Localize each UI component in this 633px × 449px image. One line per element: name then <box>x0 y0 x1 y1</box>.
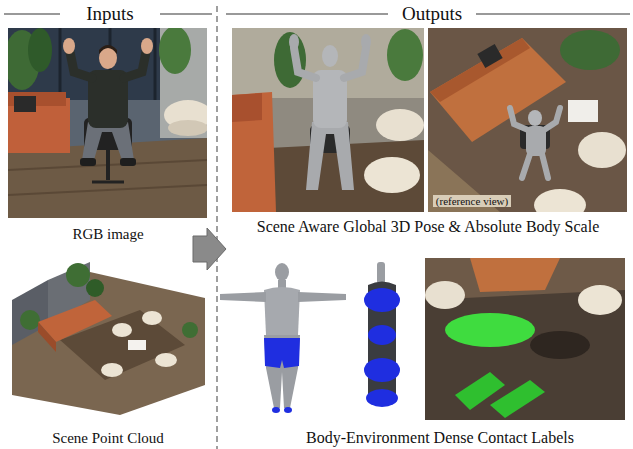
panel-caption: RGB image <box>72 226 143 243</box>
reference-view-render <box>428 28 627 212</box>
section-heading: Inputs <box>83 4 137 25</box>
rgb-photo <box>8 28 207 218</box>
panel-caption: Scene Point Cloud <box>52 430 164 447</box>
view-note: (reference view) <box>433 195 511 207</box>
flow-arrow <box>193 228 226 270</box>
global-pose-render <box>232 28 424 212</box>
panel-caption: Scene Aware Global 3D Pose & Absolute Bo… <box>257 218 599 236</box>
panel-caption: Body-Environment Dense Contact Labels <box>306 429 574 447</box>
contact-labels-render <box>425 258 625 420</box>
body-contact-figures <box>220 262 400 413</box>
section-heading: Outputs <box>399 4 465 25</box>
scene-point-cloud <box>12 262 205 415</box>
divider-line <box>216 6 218 449</box>
